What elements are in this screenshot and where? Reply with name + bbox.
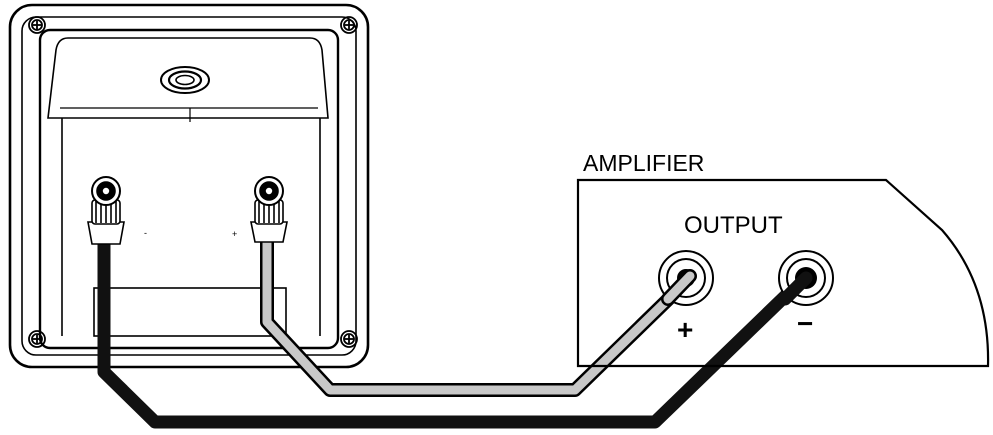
amplifier-body <box>576 178 990 368</box>
output-plus-label: + <box>677 314 693 345</box>
speaker-inner-rim <box>21 16 357 356</box>
amplifier-title: AMPLIFIER <box>583 150 704 176</box>
binding-post-icon-positive <box>250 176 288 243</box>
output-label: OUTPUT <box>684 212 783 239</box>
screw-bottom-right <box>340 330 358 348</box>
negative-wire-tip <box>778 271 813 306</box>
speaker-bevel-top <box>47 37 329 119</box>
speaker-back-panel <box>8 3 370 369</box>
speaker-minus-mark: - <box>144 228 147 238</box>
negative-wire <box>97 237 811 429</box>
output-minus-label: − <box>797 308 813 339</box>
speaker-recess <box>38 28 340 350</box>
binding-post-icon-negative <box>87 176 125 245</box>
screw-top-left <box>28 16 46 34</box>
bubble-level-icon <box>160 66 210 94</box>
positive-wire-tip-fill <box>663 271 695 304</box>
speaker-outer-housing <box>8 3 370 369</box>
screw-top-right <box>340 16 358 34</box>
screw-head-icon <box>28 16 358 348</box>
speaker-plus-mark: + <box>232 229 237 239</box>
screw-bottom-left <box>28 330 46 348</box>
speaker-bottom-tab <box>93 287 287 337</box>
positive-wire <box>260 235 697 397</box>
